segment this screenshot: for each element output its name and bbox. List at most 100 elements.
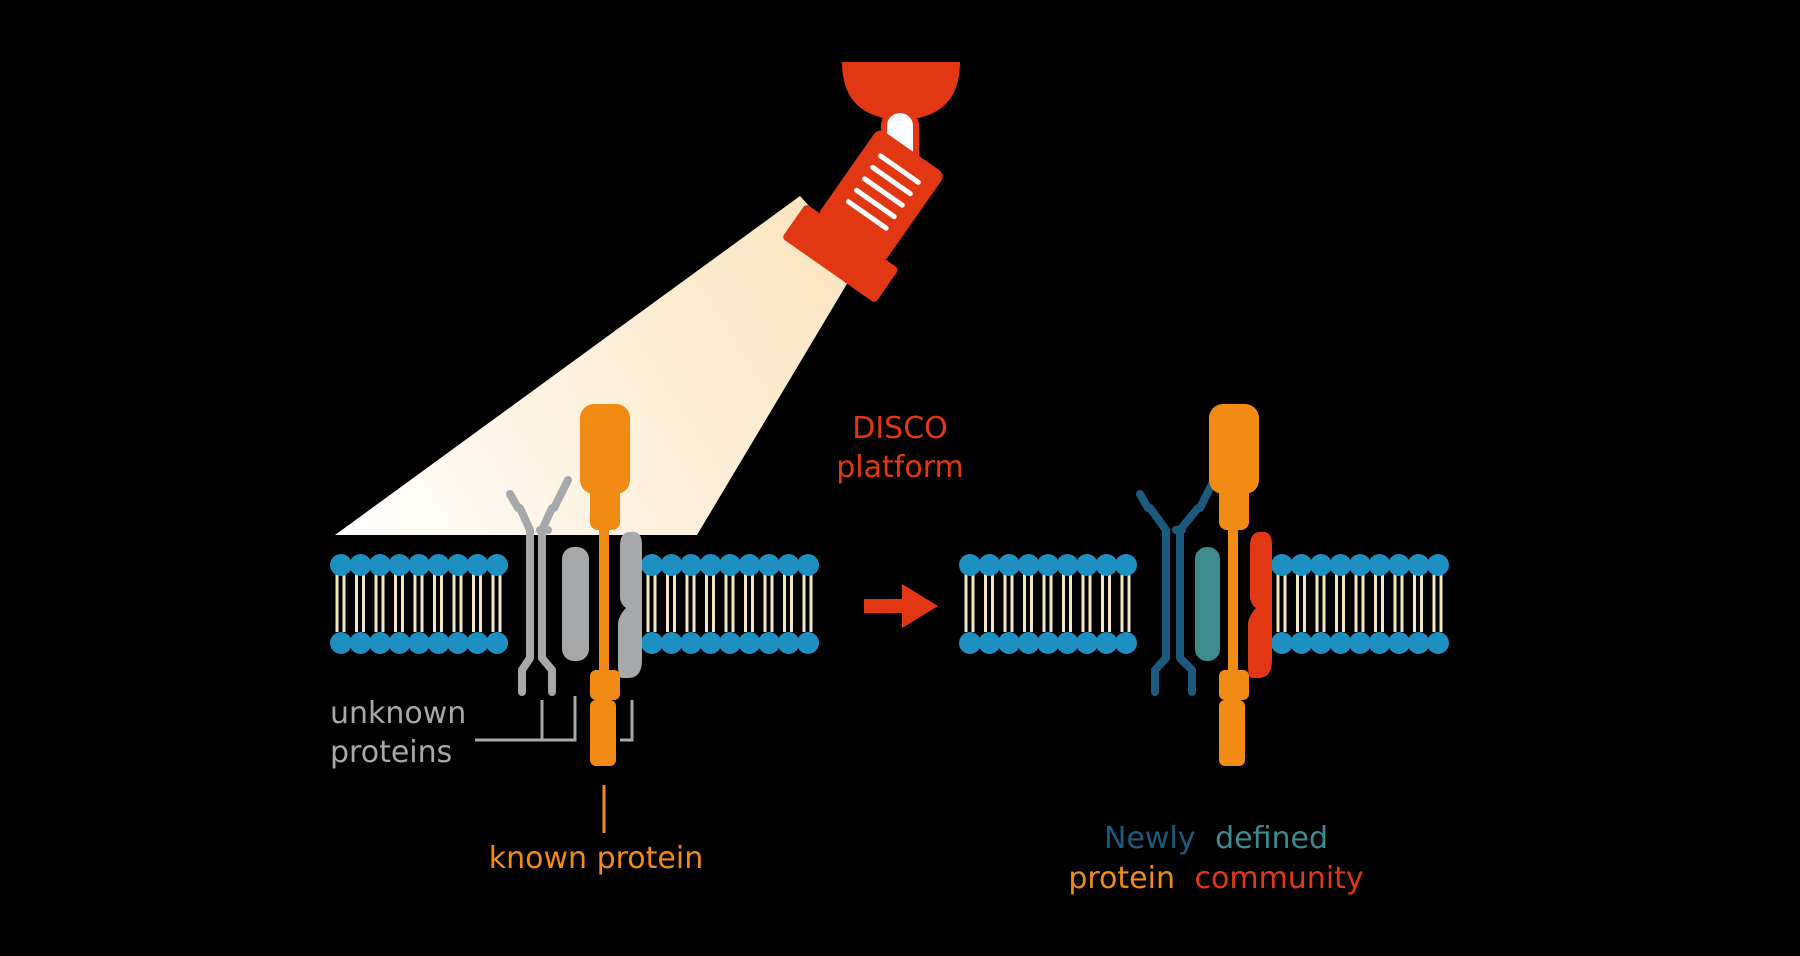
lipid-tail <box>991 574 994 608</box>
lipid-head <box>1388 632 1410 654</box>
navy-protein-y-receptor <box>1136 480 1216 696</box>
red-protein-clamp <box>1248 531 1272 678</box>
lipid-tail <box>1101 574 1104 608</box>
lipid-tail <box>809 598 813 632</box>
lipid-head <box>660 632 683 654</box>
unknown-proteins-callout-lines <box>475 696 634 742</box>
lipid-tail <box>666 574 669 608</box>
lipid-head <box>1017 554 1040 576</box>
lipid-head <box>1290 632 1313 654</box>
lipid-head <box>1329 554 1352 576</box>
lipid-tail <box>1003 598 1007 632</box>
result-label-line2: protein community <box>1068 861 1363 896</box>
lipid-tail <box>984 574 987 608</box>
lipid-tail <box>653 598 657 632</box>
lipid-head <box>1017 632 1040 654</box>
right-membrane-left-segment <box>959 554 1137 654</box>
lipid-tail <box>440 574 443 608</box>
lipid-head <box>1388 554 1410 576</box>
left-membrane-right-segment <box>641 554 819 654</box>
known-protein-left <box>580 404 630 766</box>
lipid-tail <box>1303 598 1306 632</box>
lipid-head <box>408 632 430 654</box>
lipid-tail <box>1069 598 1072 632</box>
lipid-head <box>777 554 800 576</box>
lipid-tail <box>420 574 424 608</box>
lipid-head <box>1329 632 1352 654</box>
lipid-tail <box>971 574 975 608</box>
lipid-tail <box>1120 574 1124 608</box>
lipid-tail <box>1361 598 1365 632</box>
lipid-tail <box>802 598 806 632</box>
lipid-tail <box>1303 574 1306 608</box>
lipid-tail <box>712 574 715 608</box>
lipid-tail <box>472 598 475 632</box>
lipid-tail <box>712 598 715 632</box>
lipid-tail <box>355 574 358 608</box>
lipid-tail <box>342 598 346 632</box>
lipid-tail <box>1276 574 1280 608</box>
lipid-tail <box>335 574 339 608</box>
right-membrane-right-segment <box>1271 554 1449 654</box>
lipid-tail <box>401 598 404 632</box>
lipid-head <box>978 554 1001 576</box>
lipid-head <box>486 632 508 654</box>
lipid-tail <box>731 574 735 608</box>
lipid-tail <box>1120 598 1124 632</box>
lipid-head <box>777 632 800 654</box>
lipid-tail <box>724 574 728 608</box>
lipid-tail <box>1003 574 1007 608</box>
lipid-head <box>466 554 489 576</box>
lipid-tail <box>1062 598 1065 632</box>
lipid-head <box>1368 554 1391 576</box>
lipid-head <box>1095 632 1118 654</box>
lipid-tail <box>1296 574 1299 608</box>
result-word-newly: Newly <box>1104 821 1196 856</box>
lipid-tail <box>763 574 767 608</box>
lipid-tail <box>433 598 436 632</box>
lipid-tail <box>1081 598 1085 632</box>
lipid-head <box>797 632 819 654</box>
lipid-tail <box>1010 574 1014 608</box>
right-arrow-icon <box>864 584 938 628</box>
lipid-tail <box>790 598 793 632</box>
lipid-tail <box>685 574 689 608</box>
lipid-tail <box>394 598 397 632</box>
lipid-tail <box>1342 574 1345 608</box>
lipid-tail <box>1322 574 1326 608</box>
lipid-tail <box>1010 598 1014 632</box>
lipid-tail <box>401 574 404 608</box>
lipid-head <box>719 554 741 576</box>
lipid-head <box>349 554 372 576</box>
lipid-head <box>1310 632 1332 654</box>
lipid-tail <box>394 574 397 608</box>
lipid-head <box>1056 554 1079 576</box>
lipid-tail <box>362 574 365 608</box>
light-beam <box>335 196 860 535</box>
lipid-tail <box>1354 574 1358 608</box>
lipid-tail <box>770 598 774 632</box>
lipid-tail <box>1354 598 1358 632</box>
lipid-tail <box>1413 574 1416 608</box>
lipid-tail <box>1361 574 1365 608</box>
lipid-tail <box>479 574 482 608</box>
lipid-tail <box>1088 598 1092 632</box>
lipid-tail <box>1023 598 1026 632</box>
lipid-head <box>641 632 663 654</box>
lipid-tail <box>1127 574 1131 608</box>
lipid-tail <box>673 598 676 632</box>
result-word-community: community <box>1195 861 1364 896</box>
lipid-head <box>349 632 372 654</box>
lipid-head <box>330 554 352 576</box>
lipid-tail <box>991 598 994 632</box>
lipid-tail <box>1374 574 1377 608</box>
lipid-head <box>1407 554 1430 576</box>
lipid-head <box>1349 632 1371 654</box>
lipid-tail <box>802 574 806 608</box>
lipid-head <box>1056 632 1079 654</box>
lipid-tail <box>1101 598 1104 632</box>
lipid-tail <box>751 574 754 608</box>
lipid-tail <box>1322 598 1326 632</box>
lipid-head <box>369 632 391 654</box>
lipid-tail <box>479 598 482 632</box>
